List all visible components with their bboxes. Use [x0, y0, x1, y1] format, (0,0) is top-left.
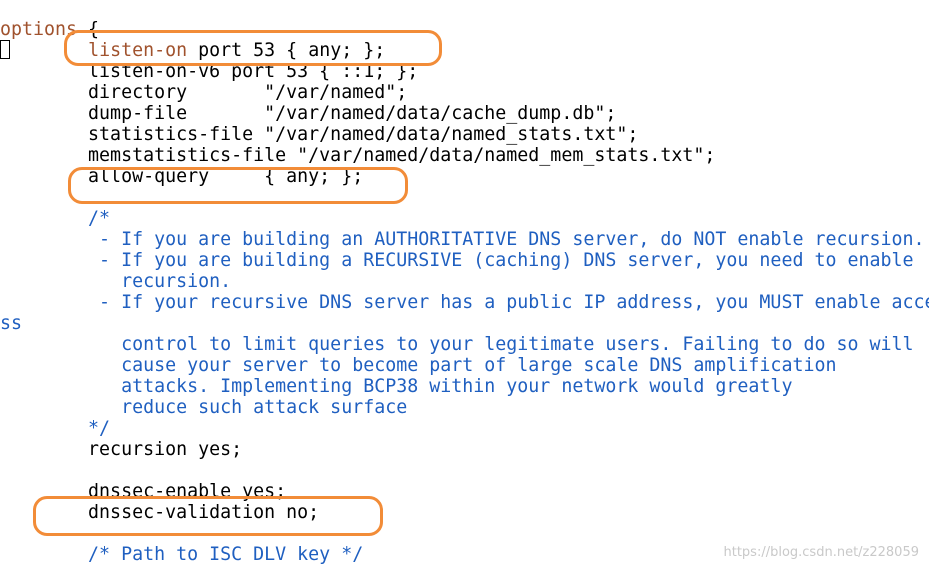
code-token: - If your recursive DNS server has a pub… [0, 292, 929, 313]
code-line: reduce such attack surface [0, 397, 407, 418]
code-token: directory "/var/named"; [0, 82, 408, 103]
code-line: /* [0, 208, 110, 229]
code-token: dnssec-enable yes; [0, 481, 287, 502]
code-line: statistics-file "/var/named/data/named_s… [0, 124, 638, 145]
code-token: memstatistics-file "/var/named/data/name… [0, 145, 716, 166]
text-cursor [0, 40, 10, 59]
code-line: attacks. Implementing BCP38 within your … [0, 376, 792, 397]
code-token: statistics-file "/var/named/data/named_s… [0, 124, 639, 145]
code-line: listen-on port 53 { any; }; [0, 40, 385, 61]
code-line: dump-file "/var/named/data/cache_dump.db… [0, 103, 616, 124]
code-line: /* Path to ISC DLV key */ [0, 544, 363, 565]
code-token: */ [0, 418, 111, 439]
code-token: /* [0, 208, 111, 229]
code-line: recursion yes; [0, 439, 242, 460]
code-line: */ [0, 418, 110, 439]
code-line: cause your server to become part of larg… [0, 355, 836, 376]
code-token [0, 40, 88, 61]
code-token: ss [0, 313, 23, 334]
code-line: dnssec-validation no; [0, 502, 319, 523]
code-line: control to limit queries to your legitim… [0, 334, 914, 355]
code-token: control to limit queries to your legitim… [0, 334, 914, 355]
code-line: allow-query { any; }; [0, 166, 363, 187]
code-token: cause your server to become part of larg… [0, 355, 837, 376]
code-line: directory "/var/named"; [0, 82, 407, 103]
code-token: dump-file "/var/named/data/cache_dump.db… [0, 103, 617, 124]
code-line: recursion. [0, 271, 231, 292]
code-token: attacks. Implementing BCP38 within your … [0, 376, 793, 397]
code-line: - If you are building a RECURSIVE (cachi… [0, 250, 914, 271]
code-token: listen-on-v6 port 53 { ::1; }; [0, 61, 419, 82]
code-line: ss [0, 313, 22, 334]
code-token: recursion. [0, 271, 232, 292]
code-token: /* Path to ISC DLV key */ [0, 544, 364, 565]
code-line: memstatistics-file "/var/named/data/name… [0, 145, 715, 166]
code-line: - If you are building an AUTHORITATIVE D… [0, 229, 925, 250]
code-token: listen-on [88, 40, 188, 61]
code-token: { [77, 19, 100, 40]
code-line: listen-on-v6 port 53 { ::1; }; [0, 61, 418, 82]
watermark-text: https://blog.csdn.net/z228059 [723, 545, 919, 560]
code-line: dnssec-enable yes; [0, 481, 286, 502]
code-line: options { [0, 19, 99, 40]
code-token: dnssec-validation no; [0, 502, 320, 523]
code-token: options [0, 19, 78, 40]
code-token: port 53 { any; }; [187, 40, 386, 61]
code-token: recursion yes; [0, 439, 243, 460]
code-token: allow-query { any; }; [0, 166, 364, 187]
code-line: - If your recursive DNS server has a pub… [0, 292, 929, 313]
code-token: - If you are building an AUTHORITATIVE D… [0, 229, 925, 250]
code-token: reduce such attack surface [0, 397, 408, 418]
code-token: - If you are building a RECURSIVE (cachi… [0, 250, 914, 271]
